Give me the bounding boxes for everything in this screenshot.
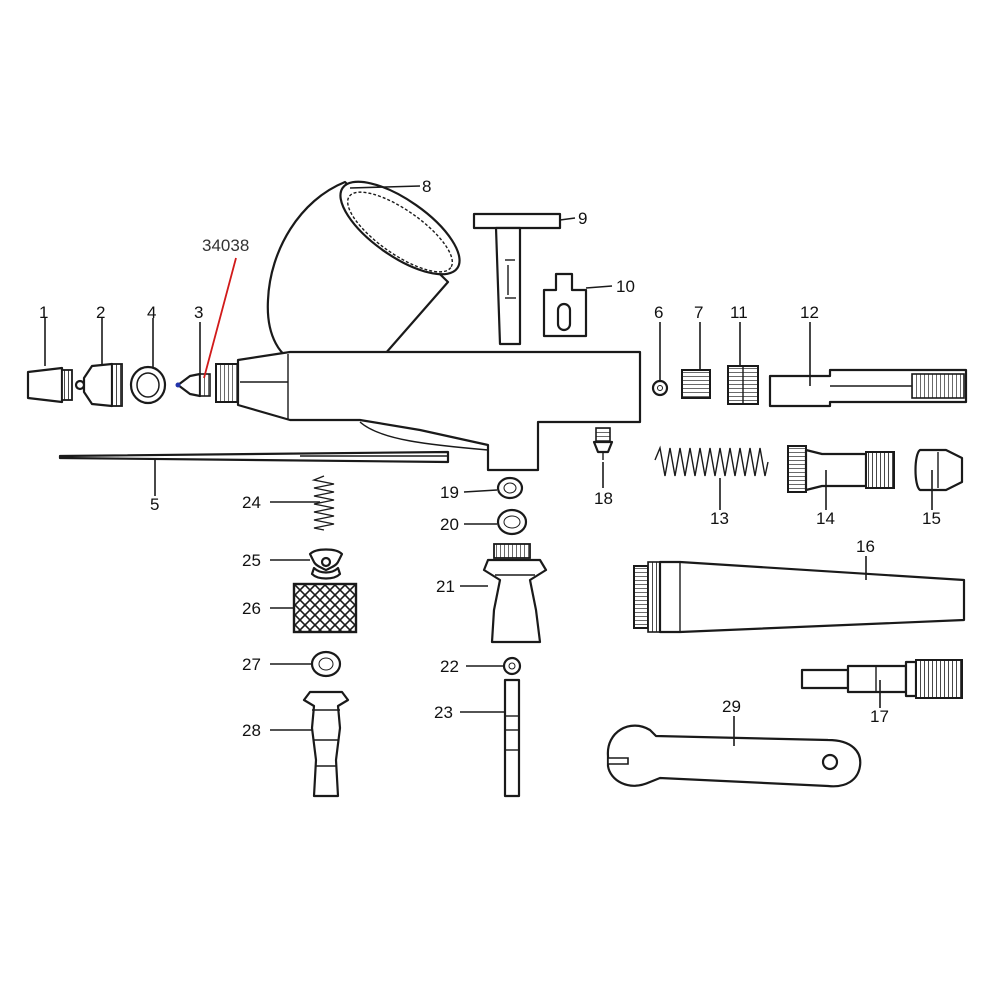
label-part-27: 27 <box>242 655 261 674</box>
label-part-21: 21 <box>436 577 455 596</box>
part-26-filter <box>292 582 358 634</box>
label-part-16: 16 <box>856 537 875 556</box>
label-part-3: 3 <box>194 303 203 322</box>
part-23-valve-stem <box>503 678 521 798</box>
part-11-chucking-guide <box>727 365 759 405</box>
leader-lines <box>44 185 933 746</box>
label-part-10: 10 <box>616 277 635 296</box>
part-15-cap <box>914 448 964 492</box>
label-part-8: 8 <box>422 177 431 196</box>
part-16-handle <box>633 560 966 634</box>
label-part-7: 7 <box>694 303 703 322</box>
label-part-25: 25 <box>242 551 261 570</box>
label-part-22: 22 <box>440 657 459 676</box>
label-part-20: 20 <box>440 515 459 534</box>
callout-label: 34038 <box>202 236 249 255</box>
part-5-needle <box>58 450 450 464</box>
part-4-o-ring <box>129 365 167 405</box>
part-labels: 1 2 3 4 5 6 7 8 9 10 11 12 13 14 15 16 1… <box>39 177 941 740</box>
label-part-11: 11 <box>730 303 748 322</box>
part-29-wrench <box>606 724 862 788</box>
label-part-5: 5 <box>150 495 159 514</box>
label-part-15: 15 <box>922 509 941 528</box>
label-part-17: 17 <box>870 707 889 726</box>
part-25-valve-guide <box>308 548 344 580</box>
callout-leader <box>203 257 237 379</box>
label-part-12: 12 <box>800 303 819 322</box>
part-19-o-ring <box>496 476 524 500</box>
part-18-air-valve-piston <box>592 427 614 460</box>
part-6-washer <box>651 379 669 397</box>
part-2-nozzle-cap <box>74 362 123 408</box>
label-part-26: 26 <box>242 599 261 618</box>
part-13-needle-spring <box>654 445 769 477</box>
part-14-spring-case <box>787 445 895 493</box>
part-1-needle-cap <box>26 366 73 404</box>
part-22-valve-washer <box>502 656 522 676</box>
part-27-o-ring <box>310 650 342 678</box>
label-part-24: 24 <box>242 493 261 512</box>
label-part-28: 28 <box>242 721 261 740</box>
label-part-29: 29 <box>722 697 741 716</box>
label-part-2: 2 <box>96 303 105 322</box>
part-8-color-cup <box>266 180 461 364</box>
label-part-6: 6 <box>654 303 663 322</box>
part-21-air-valve-body <box>482 543 548 644</box>
part-24-valve-spring <box>311 475 335 531</box>
part-9-trigger <box>472 212 562 346</box>
label-part-1: 1 <box>39 303 48 322</box>
part-12-needle-chuck <box>768 368 968 408</box>
label-part-23: 23 <box>434 703 453 722</box>
label-part-19: 19 <box>440 483 459 502</box>
label-part-13: 13 <box>710 509 729 528</box>
airbrush-body <box>215 350 642 472</box>
part-3-nozzle <box>175 372 211 398</box>
part-20-o-ring <box>496 508 528 536</box>
label-part-4: 4 <box>147 303 156 322</box>
part-10-lever-guide <box>542 272 588 338</box>
part-7-packing-screw <box>681 369 711 399</box>
callout-34038: 34038 <box>202 236 249 379</box>
label-part-14: 14 <box>816 509 835 528</box>
part-28-hose-connector <box>302 690 350 798</box>
label-part-9: 9 <box>578 209 587 228</box>
part-17-needle-adjuster <box>800 659 963 699</box>
label-part-18: 18 <box>594 489 613 508</box>
